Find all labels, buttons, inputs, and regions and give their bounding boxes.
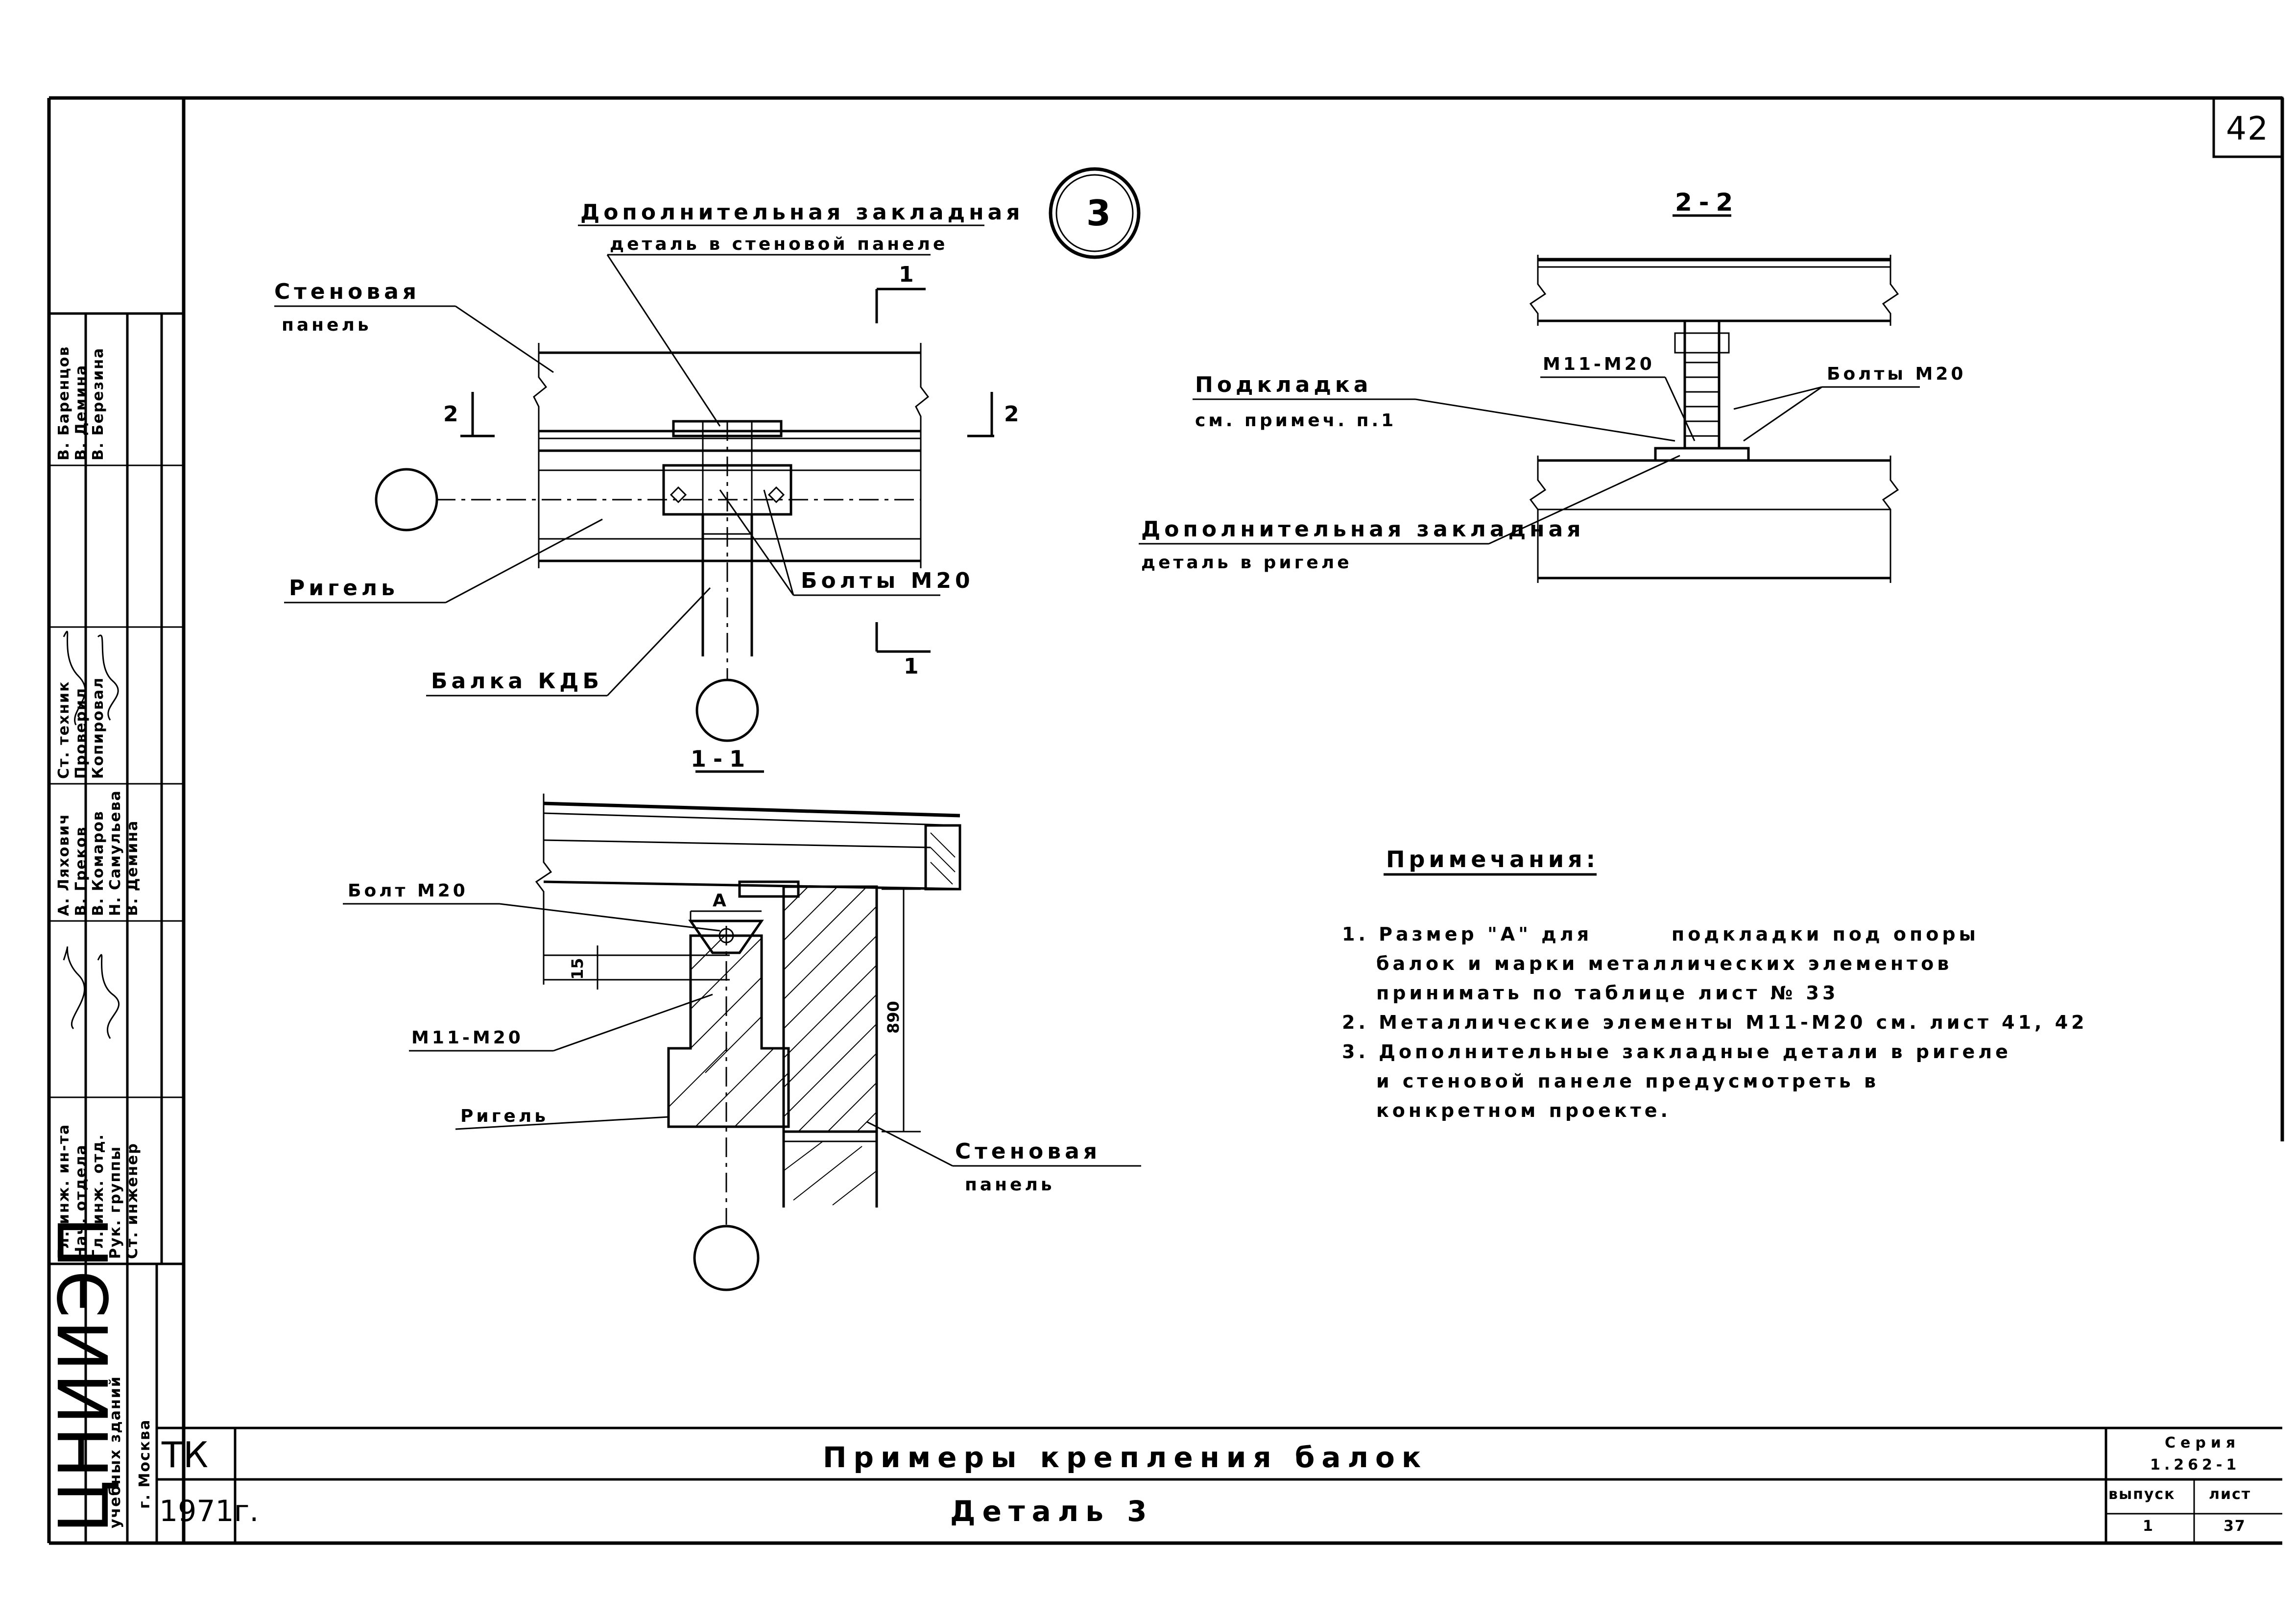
section-1-1-bolt-label: Болт М20 — [348, 881, 468, 901]
title-block-year: 1971г. — [159, 1494, 259, 1528]
title-block-sheet-value: 37 — [2224, 1518, 2246, 1535]
section-2-2-title: 2-2 — [1675, 188, 1740, 217]
note-line-6: и стеновой панеле предусмотреть в — [1376, 1070, 1879, 1092]
note-line-5: 3. Дополнительные закладные детали в риг… — [1342, 1041, 2011, 1063]
section-mark-1-top: 1 — [899, 262, 918, 287]
section-mark-2-right: 2 — [1004, 402, 1023, 427]
stamp-name-5: В. Демина — [124, 820, 141, 916]
section-2-2-extra-detail-label-2: деталь в ригеле — [1141, 553, 1352, 573]
plan-bolts-label: Болты М20 — [801, 568, 974, 593]
note-line-1: 1. Размер "А" для подкладки под опоры — [1342, 923, 1979, 945]
detail-marker — [1049, 167, 1141, 259]
plan-wall-panel-label-1: Стеновая — [274, 279, 420, 304]
title-block-series-value: 1.262-1 — [2150, 1456, 2240, 1474]
title-block-issue-value: 1 — [2143, 1518, 2154, 1535]
plan-beam-label: Балка КДБ — [431, 669, 603, 694]
section-1-1-dim-890: 890 — [884, 1001, 903, 1034]
note-line-4: 2. Металлические элементы М11-М20 см. ли… — [1342, 1012, 2088, 1033]
section-2-2-m-label: М11-М20 — [1543, 354, 1655, 374]
sheet-number: 42 — [2226, 110, 2269, 147]
stamp-name-1: А. Ляхович — [55, 813, 72, 916]
stamp-role-7: Проверил — [72, 687, 90, 779]
left-stamp — [49, 312, 184, 1543]
title-block-series-label: Серия — [2165, 1434, 2240, 1451]
section-1-1-dim-15: 15 — [568, 958, 587, 980]
stamp-name-7: В. Демина — [72, 364, 90, 460]
title-block — [157, 1427, 2282, 1543]
section-1-1-girder-label: Ригель — [460, 1106, 549, 1126]
note-line-2: балок и марки металлических элементов — [1376, 953, 1952, 974]
section-1-1-title: 1-1 — [691, 746, 752, 772]
title-block-sheet-label: лист — [2209, 1486, 2251, 1503]
title-block-subtitle: Деталь 3 — [950, 1495, 1153, 1528]
stamp-name-3: В. Комаров — [90, 810, 107, 916]
stamp-role-3: Гл. инж. отд. — [90, 1134, 107, 1259]
section-2-2-pad-label-2: см. примеч. п.1 — [1195, 411, 1396, 431]
stamp-role-8: Копировал — [90, 677, 107, 779]
section-1-1 — [343, 770, 1141, 1291]
note-line-3: принимать по таблице лист № 33 — [1376, 982, 1839, 1004]
section-2-2 — [1139, 214, 1920, 583]
detail-marker-number: 3 — [1086, 193, 1111, 234]
section-2-2-pad-label-1: Подкладка — [1195, 372, 1372, 397]
stamp-org-line-3: г. Москва — [136, 1419, 153, 1509]
title-block-title: Примеры крепления балок — [823, 1441, 1428, 1474]
plan-wall-panel-label-2: панель — [282, 315, 372, 335]
section-1-1-wall-label-2: панель — [965, 1175, 1055, 1195]
plan-girder-label: Ригель — [289, 576, 399, 601]
section-1-1-wall-label-1: Стеновая — [955, 1139, 1101, 1164]
sheet-frame — [47, 96, 2284, 1545]
stamp-name-4: Н. Самульева — [107, 790, 124, 916]
plan-extra-detail-label-1: Дополнительная закладная — [580, 200, 1024, 225]
stamp-role-1: Гл. инж. ин-та — [55, 1124, 72, 1259]
note-line-7: конкретном проекте. — [1376, 1100, 1671, 1121]
notes-title: Примечания: — [1386, 846, 1599, 872]
stamp-role-5: Ст. инженер — [124, 1142, 141, 1259]
stamp-org-line-2: учебных зданий — [107, 1376, 124, 1528]
plan-extra-detail-label-2: деталь в стеновой панеле — [610, 234, 948, 254]
stamp-name-6: В. Баренцов — [55, 346, 72, 460]
title-block-issue-label: выпуск — [2108, 1486, 2176, 1503]
stamp-role-6: Ст. техник — [55, 681, 72, 779]
section-mark-1-bottom: 1 — [904, 654, 923, 679]
stamp-name-8: В. Березина — [90, 347, 107, 460]
section-1-1-dim-a: А — [713, 891, 729, 911]
title-block-tk: ТК — [161, 1434, 208, 1475]
stamp-role-4: Рук. группы — [107, 1146, 124, 1259]
section-1-1-m-label: М11-М20 — [411, 1028, 524, 1048]
section-mark-2-left: 2 — [443, 402, 462, 427]
stamp-org-logo: ЦНИИЭП — [45, 1215, 124, 1533]
plan-view — [274, 224, 994, 742]
section-2-2-bolts-label: Болты М20 — [1827, 364, 1966, 384]
stamp-role-2: Нач. отдела — [72, 1144, 90, 1259]
section-2-2-extra-detail-label-1: Дополнительная закладная — [1141, 517, 1584, 542]
stamp-name-2: В. Греков — [72, 826, 90, 916]
